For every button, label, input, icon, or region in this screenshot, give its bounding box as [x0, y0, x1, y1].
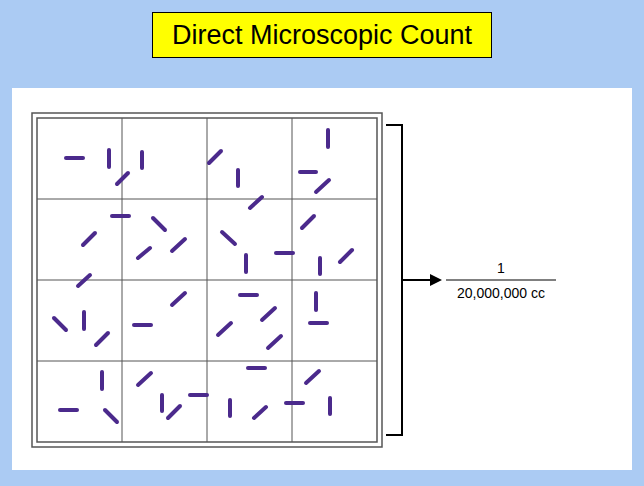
fraction-numerator: 1: [497, 260, 505, 276]
fraction-denominator: 20,000,000 cc: [457, 285, 545, 301]
title-text: Direct Microscopic Count: [172, 20, 472, 51]
title-banner: Direct Microscopic Count: [152, 12, 492, 58]
